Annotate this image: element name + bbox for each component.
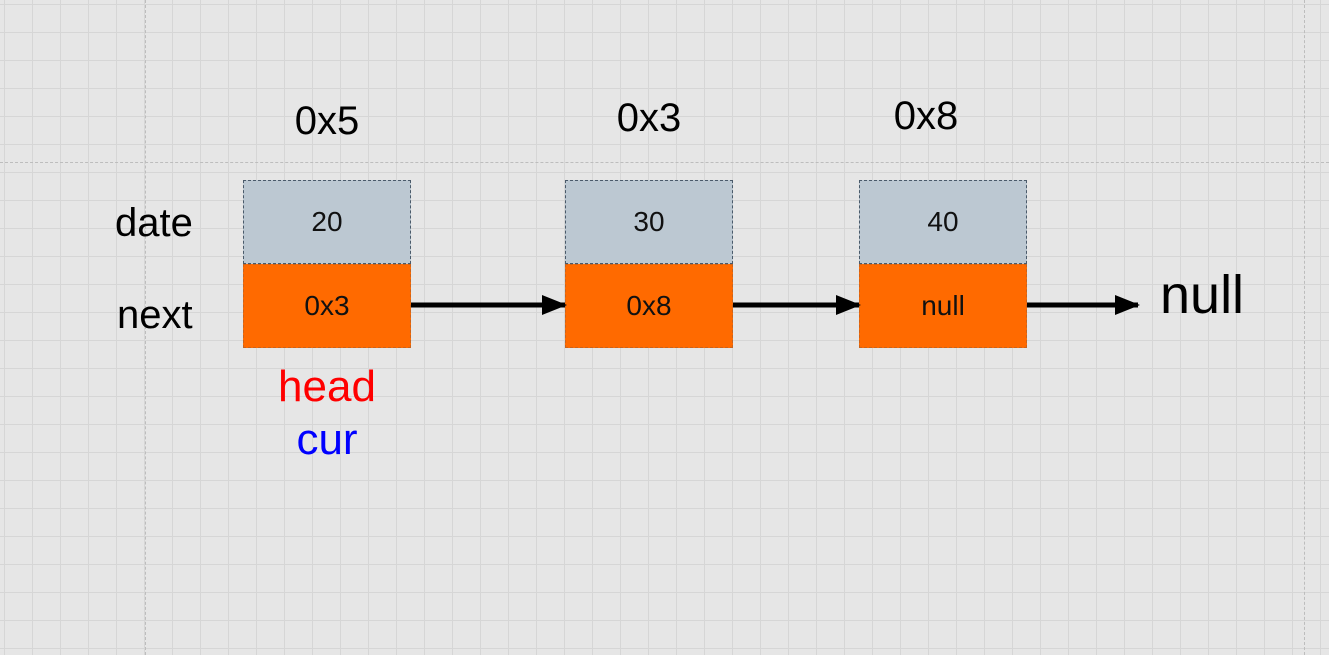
node-data-cell: 20 [243, 180, 411, 264]
node-address-3: 0x8 [893, 94, 959, 138]
guide-line-vertical-left [145, 0, 146, 655]
list-node-3: 40 null [859, 180, 1027, 348]
node-next-cell: null [859, 264, 1027, 348]
node-address-1: 0x5 [294, 99, 360, 143]
node-address-2: 0x3 [616, 96, 682, 140]
node-data-cell: 40 [859, 180, 1027, 264]
head-pointer-label: head [278, 362, 376, 411]
null-terminal-label: null [1160, 265, 1245, 325]
guide-line-vertical-right [1304, 0, 1305, 655]
cur-pointer-label: cur [296, 415, 358, 464]
guide-line-horizontal [0, 162, 1329, 163]
node-data-cell: 30 [565, 180, 733, 264]
node-next-cell: 0x3 [243, 264, 411, 348]
data-row-label: date [115, 201, 193, 245]
list-node-1: 20 0x3 [243, 180, 411, 348]
node-next-cell: 0x8 [565, 264, 733, 348]
next-row-label: next [117, 293, 193, 337]
list-node-2: 30 0x8 [565, 180, 733, 348]
